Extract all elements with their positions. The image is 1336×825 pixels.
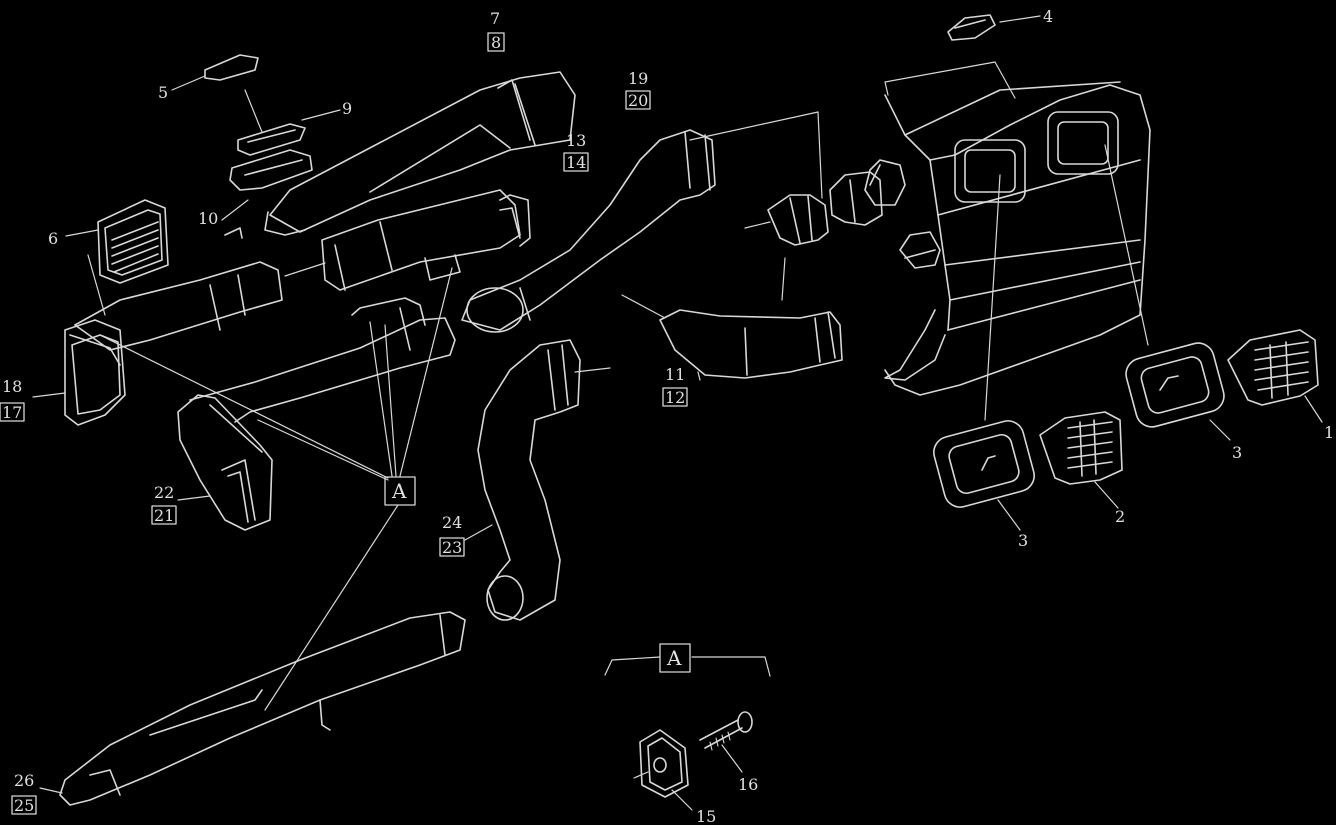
mid-duct-section bbox=[321, 189, 531, 291]
center-right-duct bbox=[689, 111, 883, 246]
detail-marker-box-2 bbox=[659, 643, 691, 673]
label-part-7: 7 bbox=[490, 9, 500, 28]
label-part-24: 24 bbox=[442, 513, 462, 532]
label-part-18: 18 bbox=[2, 377, 22, 396]
label-part-19: 19 bbox=[628, 69, 648, 88]
part-10-vent bbox=[221, 149, 313, 239]
part-2-vent-insert bbox=[1039, 411, 1123, 509]
part-21-22-outlet bbox=[177, 394, 273, 531]
label-part-16: 16 bbox=[738, 775, 758, 794]
detail-marker-A-2: A bbox=[666, 646, 682, 670]
upper-duct-assembly bbox=[264, 71, 576, 236]
detail-A-view bbox=[604, 656, 771, 811]
part-17-18-left-outlet bbox=[32, 319, 126, 426]
label-part-22: 22 bbox=[154, 483, 174, 502]
box-part-14 bbox=[563, 152, 589, 172]
label-part-23: 23 bbox=[442, 538, 462, 557]
label-part-2: 2 bbox=[1115, 507, 1125, 526]
label-part-3-upper: 3 bbox=[1232, 443, 1242, 462]
part-1-vent-insert bbox=[1227, 329, 1323, 423]
part-5-clip bbox=[171, 54, 259, 91]
detail-A-leaders bbox=[99, 267, 453, 711]
part-4-clip bbox=[947, 14, 1041, 41]
label-part-5: 5 bbox=[158, 83, 168, 102]
label-part-9: 9 bbox=[342, 99, 352, 118]
label-part-13: 13 bbox=[566, 131, 586, 150]
detail-marker-box-1 bbox=[384, 476, 416, 506]
box-part-25 bbox=[11, 795, 37, 815]
long-floor-duct bbox=[189, 297, 456, 423]
label-part-8: 8 bbox=[491, 33, 501, 52]
label-part-26: 26 bbox=[14, 771, 34, 790]
box-part-20 bbox=[625, 90, 651, 110]
label-part-1: 1 bbox=[1324, 423, 1334, 442]
leader-panel-to-bezel-lower bbox=[984, 174, 1001, 421]
box-part-17 bbox=[0, 402, 25, 422]
instrument-panel-assembly bbox=[864, 81, 1151, 396]
part-25-26-floor-duct bbox=[39, 611, 466, 806]
leader-panel-bracket bbox=[884, 61, 1016, 99]
part-3-bezel-lower bbox=[933, 420, 1035, 531]
left-lateral-duct bbox=[74, 254, 326, 351]
detail-marker-A-1: A bbox=[391, 479, 407, 503]
label-part-21: 21 bbox=[154, 506, 174, 525]
label-part-12: 12 bbox=[665, 388, 685, 407]
label-part-25: 25 bbox=[14, 796, 34, 815]
label-part-14: 14 bbox=[566, 153, 586, 172]
label-part-11: 11 bbox=[665, 365, 685, 384]
label-part-15: 15 bbox=[696, 807, 716, 825]
center-duct bbox=[461, 129, 716, 333]
label-part-17: 17 bbox=[2, 403, 22, 422]
part-9-grille-cover bbox=[237, 89, 341, 156]
part-11-12-curved-duct bbox=[621, 257, 843, 381]
part-23-24-s-duct bbox=[464, 339, 611, 621]
box-part-21 bbox=[151, 505, 177, 525]
box-part-8 bbox=[487, 32, 505, 52]
part-6-left-vent bbox=[65, 199, 169, 284]
label-part-10: 10 bbox=[198, 209, 218, 228]
box-part-12 bbox=[662, 387, 688, 407]
label-part-3-lower: 3 bbox=[1018, 531, 1028, 550]
label-part-20: 20 bbox=[628, 91, 648, 110]
part-3-bezel-upper bbox=[1125, 342, 1231, 441]
label-part-4: 4 bbox=[1043, 7, 1053, 26]
label-part-6: 6 bbox=[48, 229, 58, 248]
leader-panel-to-bezel-upper bbox=[1104, 144, 1149, 346]
box-part-23 bbox=[439, 537, 465, 557]
